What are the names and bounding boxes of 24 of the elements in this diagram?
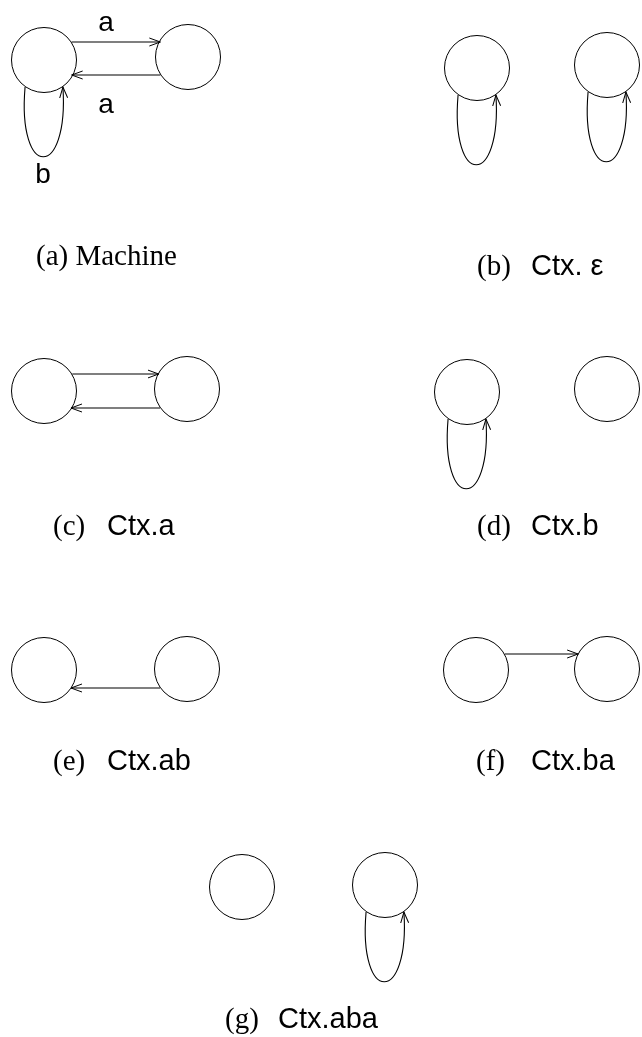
subfigure-caption: (g) [225,1003,259,1035]
transition-arrow [70,403,161,413]
self-loop-arrow [446,418,491,490]
transition-arrow [70,683,161,693]
subfigure-caption: (b) [477,250,511,282]
self-loop-arrow [364,911,409,983]
context-label: Ctx.ab [107,745,191,777]
context-label: Ctx.a [107,510,175,542]
context-label: Ctx.ba [531,745,615,777]
context-label: Ctx.aba [278,1003,378,1035]
transition-arrow [504,649,579,659]
transition-arrow [71,369,160,379]
self-loop-arrow [23,86,68,158]
transition-arrow [71,70,161,80]
context-label: Ctx.b [531,510,599,542]
context-label: Ctx. ε [531,250,604,282]
subfigure-caption: (d) [477,510,511,542]
subfigure-caption: (c) [53,510,86,542]
subfigure-caption: (e) [53,745,86,777]
transition-arrow [71,37,161,47]
subfigure-caption: (a) Machine [36,240,177,272]
self-loop-arrow [586,91,631,163]
subfigure-caption: (f) [476,745,505,777]
self-loop-arrow [456,94,501,166]
